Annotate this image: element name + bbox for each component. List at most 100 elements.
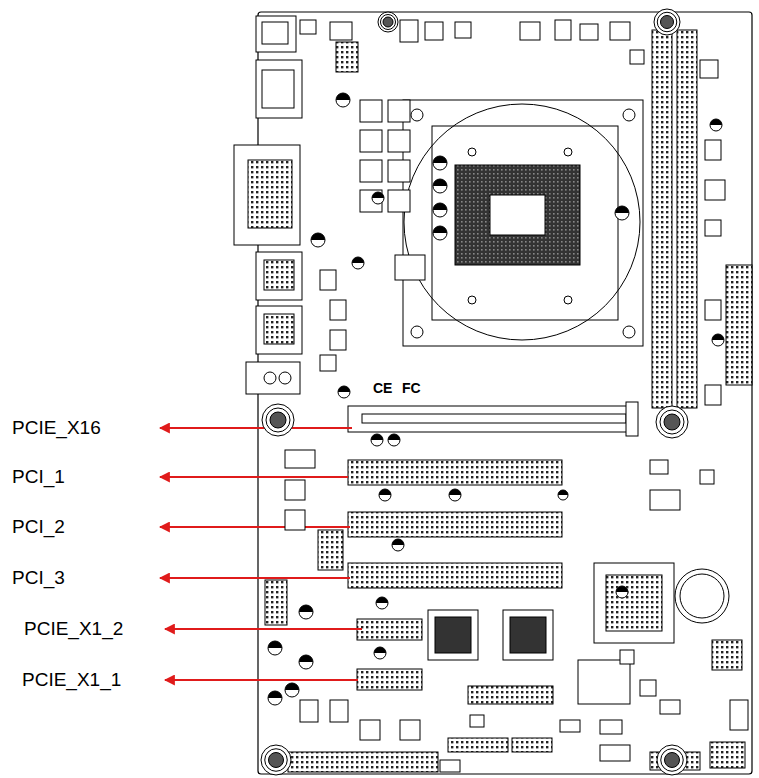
small-components [455,22,471,38]
mounting-holes [383,17,393,27]
capacitors [374,647,386,653]
small-components [600,745,630,761]
small-components [470,715,484,727]
capacitors [449,489,461,495]
small-components [388,190,410,212]
mounting-holes [660,410,684,434]
small-components [400,20,418,42]
mounting-holes [265,749,288,772]
capacitors [336,93,350,107]
chips [606,575,662,631]
capacitors [388,434,400,440]
small-components [620,650,634,664]
rear-io [256,60,302,118]
capacitors [372,192,384,204]
capacitors [388,434,400,446]
capacitors [376,597,388,609]
capacitors [268,641,282,655]
rear-io [262,70,294,108]
cpu-socket [432,126,618,320]
small-components [700,470,714,484]
capacitors [433,226,447,240]
small-components [650,460,668,474]
chips [503,610,553,660]
capacitors [433,226,447,233]
capacitors [268,641,282,655]
mounting-holes [654,9,680,35]
capacitors [379,489,391,501]
capacitors [558,490,568,500]
capacitors [285,683,299,697]
mounting-holes [261,9,688,775]
mounting-holes [661,16,674,29]
cpu-socket [468,296,476,304]
capacitors [299,655,313,669]
headers [712,640,742,670]
capacitors [712,334,724,346]
capacitors [352,257,364,269]
slot-label: PCIE_X16 [12,417,101,439]
small-components [640,680,656,696]
small-components [600,720,622,734]
cpu-socket [623,109,635,121]
chips [510,617,546,653]
headers [336,42,358,72]
chips [594,563,674,643]
small-components [400,720,420,740]
certification-mark: CE [373,380,392,396]
memory-slots [652,30,672,408]
capacitors [374,647,386,659]
small-components [580,24,598,40]
rear-io [256,252,302,300]
capacitors [268,641,282,648]
capacitors [372,192,384,204]
capacitors [371,434,383,440]
headers [710,742,745,768]
mounting-holes [654,9,680,35]
rear-io [248,160,292,228]
mounting-holes [656,406,688,438]
capacitors [712,334,724,346]
capacitors [433,203,447,217]
power-connector [726,265,752,385]
capacitors [388,434,400,446]
capacitors [433,179,447,186]
mounting-holes [665,753,680,768]
pcie-x16-slot [348,406,635,432]
mounting-holes [381,15,396,30]
small-components [330,330,346,350]
small-components [388,160,410,182]
mounting-holes [657,745,687,775]
cpu-socket [403,100,643,346]
pcie-x1-slots [357,669,422,690]
cpu-socket [455,165,580,265]
capacitors [433,156,447,170]
slot-label: PCI_3 [12,567,65,589]
mounting-holes [656,406,688,438]
slot-label: PCI_2 [12,516,65,538]
chips [428,610,478,660]
capacitors [299,655,313,662]
rear-io [256,16,296,52]
chips [435,617,471,653]
capacitors [352,257,364,263]
chips [428,563,729,704]
pcie-x1-slots [357,619,422,640]
capacitors [336,93,350,100]
capacitors [558,490,568,500]
mounting-holes [661,749,684,772]
small-components [285,480,305,500]
cpu-socket [411,326,423,338]
small-components [555,20,571,40]
capacitors [449,489,461,501]
capacitors [268,691,282,698]
capacitors [338,386,350,398]
capacitors [433,156,447,163]
mounting-holes [378,12,398,32]
red-leader-arrows [160,427,352,429]
small-components [320,355,336,371]
capacitors [616,586,628,598]
mounting-holes [664,414,680,430]
